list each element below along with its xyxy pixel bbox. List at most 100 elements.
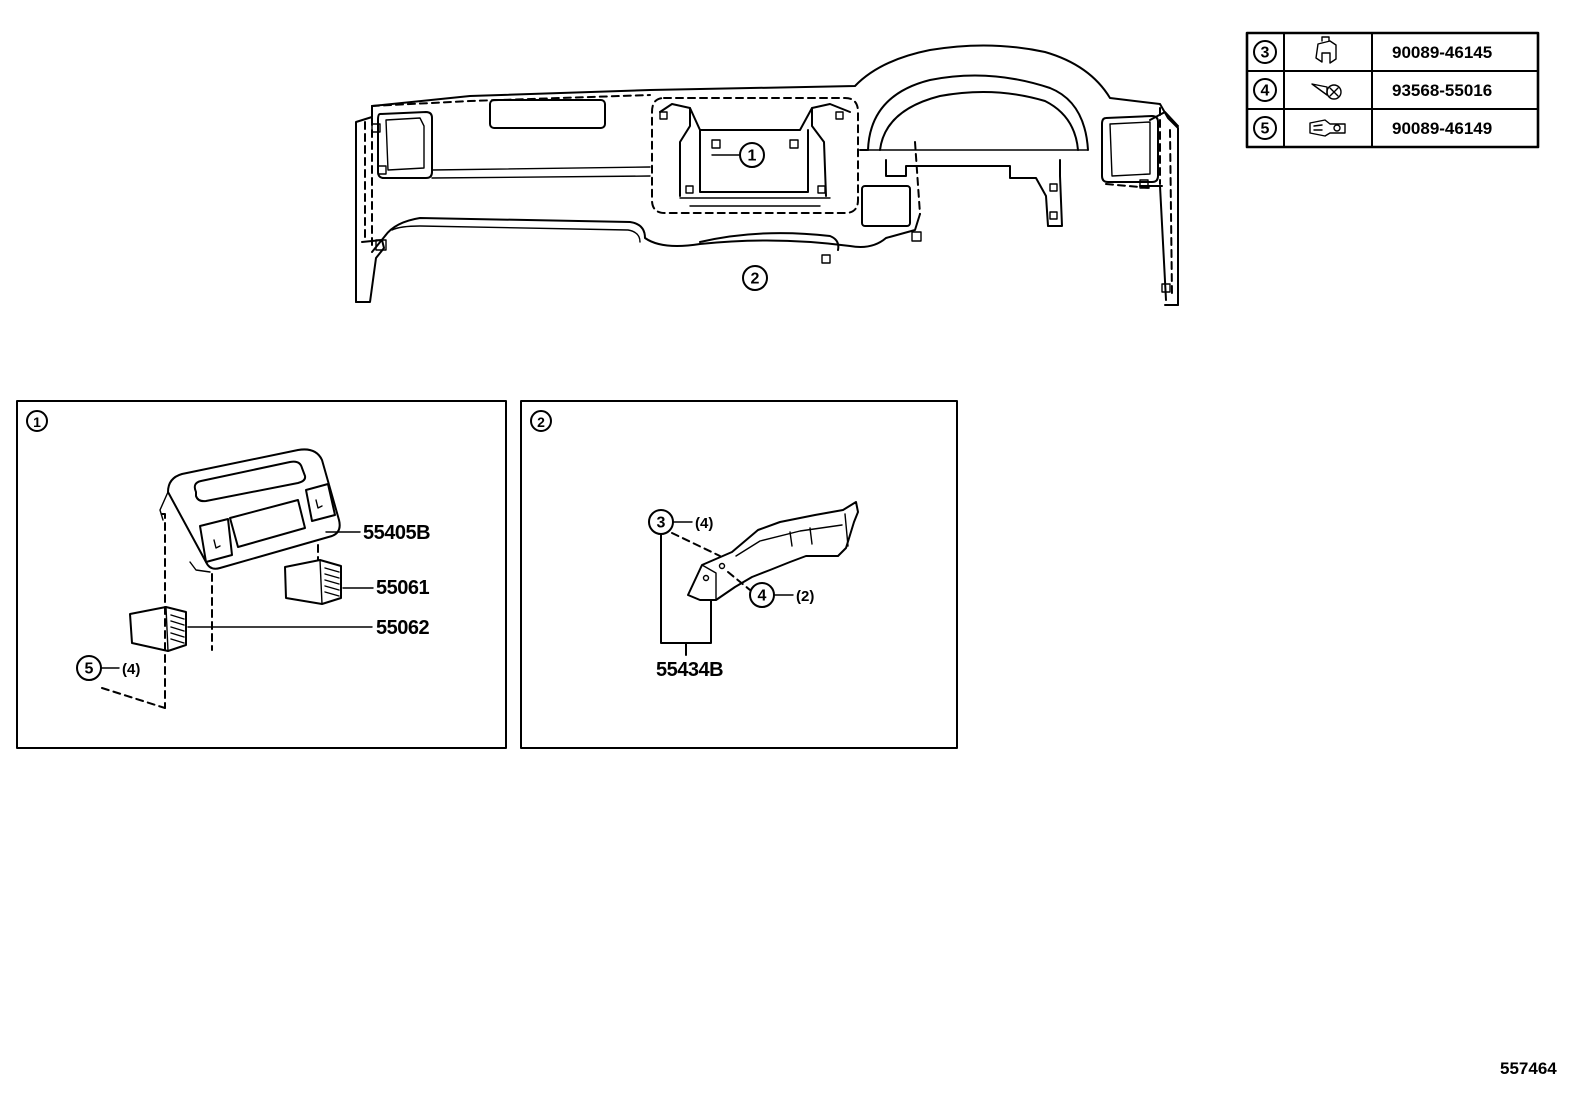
instrument-panel-drawing: 1 2 — [355, 44, 1179, 306]
panel-belt-line — [431, 166, 651, 179]
vent-grill-line — [324, 567, 340, 597]
detail-1-ref-circle — [26, 410, 48, 432]
cluster-dashed-line — [859, 141, 921, 215]
fastener-5-dashed-leader — [101, 687, 166, 709]
cluster-hood-outer-arc — [867, 74, 1089, 151]
row-ref-circle — [1253, 116, 1277, 140]
retainer-clip-icon-hole — [1333, 124, 1341, 132]
center-stack-clip — [789, 139, 799, 149]
upper-register-vent-drawing — [284, 559, 342, 605]
panel-top-dashed-line — [371, 94, 651, 107]
detail-2-frame — [520, 400, 958, 749]
panel-small-clip — [911, 231, 922, 242]
retainer-clip-icon-ridges — [1313, 124, 1323, 131]
row-ref-number: 5 — [1261, 121, 1270, 138]
right-end-bracket — [1139, 111, 1179, 306]
retainer-clip-icon — [1309, 119, 1346, 137]
center-stack-clip — [711, 139, 721, 149]
row-ref-circle — [1253, 78, 1277, 102]
fastener-3-dashed-leader — [671, 532, 721, 557]
lower-center-cover-outline — [699, 232, 840, 251]
left-vent-opening — [377, 111, 433, 179]
fastener-3-number: 3 — [657, 515, 666, 532]
right-end-clip — [1161, 283, 1171, 293]
finish-panel-display-opening — [229, 499, 306, 548]
center-cluster-finish-panel-drawing — [159, 448, 341, 573]
fastener-3-quantity: (4) — [695, 515, 713, 532]
screw-icon — [1311, 83, 1342, 100]
part-number-label: 55061 — [376, 577, 429, 599]
detail-1-panel: 1 55405B 55061 55062 — [16, 400, 507, 749]
center-stack-frame — [689, 107, 813, 193]
fastener-5-quantity: (4) — [122, 661, 140, 678]
illustration-id: 557464 — [1500, 1059, 1557, 1078]
panel-small-cover — [861, 185, 911, 227]
row-part-number: 90089-46149 — [1392, 119, 1492, 138]
table-row: 4 93568-55016 — [1253, 78, 1492, 102]
callout-1-number: 1 — [748, 148, 757, 165]
panel-lower-edge-inner — [391, 225, 641, 243]
cluster-lower-bracket — [885, 159, 1063, 227]
lower-center-cover-drawing — [687, 501, 859, 601]
fastener-4-number: 4 — [758, 588, 767, 605]
left-vent-clip — [377, 165, 387, 175]
finish-panel-left-button — [199, 518, 233, 563]
center-stack-right-bracket — [811, 103, 851, 197]
table-border — [1245, 31, 1540, 149]
row-part-number: 90089-46145 — [1392, 43, 1492, 62]
center-stack-clip — [685, 185, 694, 194]
screw-icon-shank — [1311, 83, 1328, 96]
fastener-parts-table: 3 90089-46145 4 93568-55016 5 — [1245, 31, 1540, 149]
table-grid — [1246, 32, 1539, 148]
lower-register-vent-drawing — [129, 606, 187, 652]
row-ref-circle — [1253, 40, 1277, 64]
cover-outline — [687, 501, 859, 601]
detail-2-ref-circle — [530, 410, 552, 432]
center-stack-lower-rails — [679, 197, 831, 207]
retainer-clip-icon-body — [1309, 119, 1346, 137]
part-number-label: 55434B — [656, 659, 723, 681]
center-stack-opening — [651, 97, 859, 214]
clip-icon-body — [1315, 40, 1337, 64]
center-stack-clip — [835, 111, 844, 120]
vent-front-edge — [165, 606, 169, 652]
panel-top-edge — [355, 44, 1179, 306]
finish-panel-right-button-mark — [315, 499, 323, 509]
left-vent-frame — [385, 117, 425, 171]
callout-1-circle — [739, 142, 765, 168]
row-part-number: 93568-55016 — [1392, 81, 1492, 100]
row-ref-number: 3 — [1261, 45, 1270, 62]
finish-panel-outline — [167, 448, 341, 570]
detail-1-ref-number: 1 — [33, 414, 41, 430]
panel-left-dashed-line — [364, 105, 373, 251]
finish-panel-right-button — [305, 483, 336, 522]
panel-lower-edge — [371, 213, 921, 253]
fastener-5-number: 5 — [85, 661, 94, 678]
part-55434B-bracket — [660, 533, 712, 656]
cluster-hood-inner-arc — [879, 91, 1079, 151]
finish-panel-upper-slot — [193, 460, 307, 503]
finish-panel-left-flange — [159, 491, 211, 573]
vent-front-edge — [319, 559, 323, 605]
clip-icon — [1315, 36, 1337, 64]
detail-2-ref-number: 2 — [537, 414, 545, 430]
center-stack-clip — [659, 111, 668, 120]
cluster-bracket-clip — [1049, 183, 1058, 192]
cover-inner-rib — [701, 513, 849, 601]
right-vent-frame — [1109, 121, 1151, 177]
detail-1-frame — [16, 400, 507, 749]
right-vent-opening — [1101, 115, 1159, 183]
upper-speaker-slot — [489, 99, 606, 129]
cover-edge-detail — [789, 527, 813, 547]
center-stack-clip — [817, 185, 826, 194]
center-stack-left-bracket — [659, 103, 691, 197]
left-end-tab — [375, 239, 387, 251]
screw-icon-slot — [1329, 87, 1339, 97]
finish-panel-left-button-mark — [213, 539, 221, 549]
screw-icon-head — [1326, 84, 1342, 100]
fastener-4-quantity: (2) — [796, 588, 814, 605]
fastener-4-dashed-leader — [727, 571, 751, 591]
part-number-label: 55405B — [363, 522, 430, 544]
row-ref-number: 4 — [1261, 83, 1270, 100]
